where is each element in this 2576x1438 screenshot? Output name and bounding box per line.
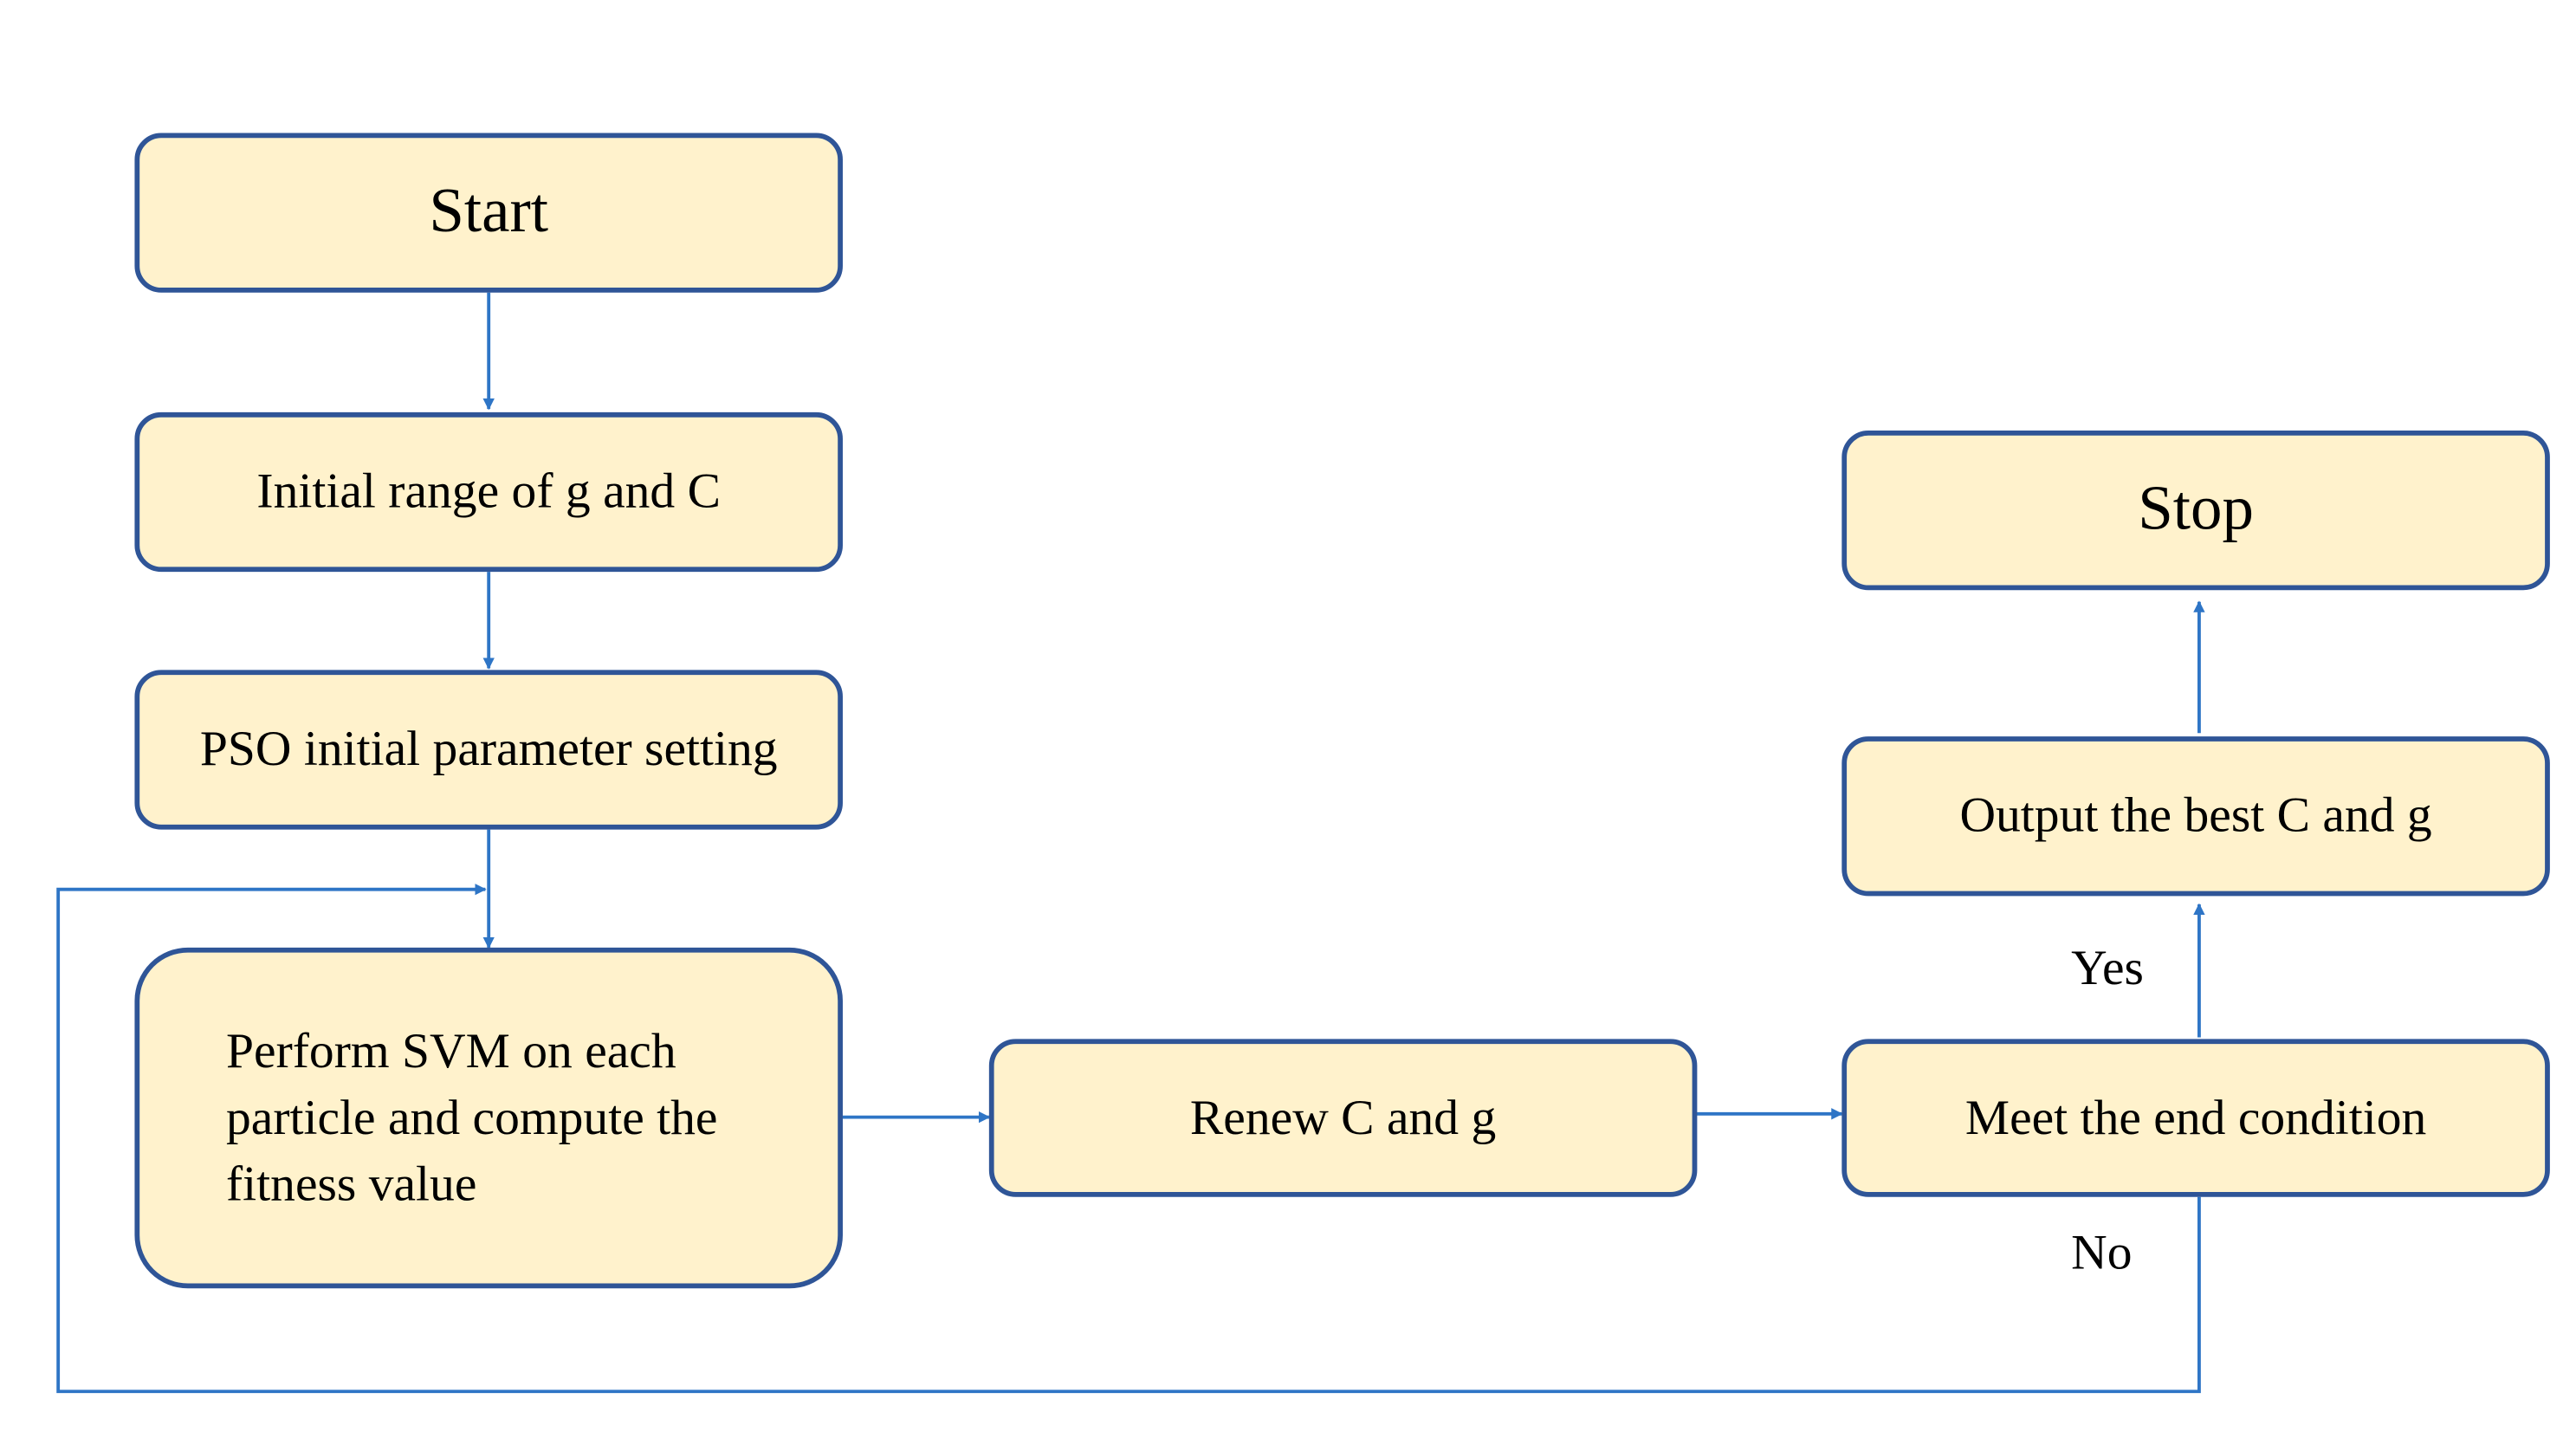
no-label: No bbox=[2071, 1225, 2133, 1280]
perform-svm-line-1: Perform SVM on each bbox=[225, 1023, 676, 1078]
perform-svm-line-3: fitness value bbox=[225, 1156, 477, 1212]
end-condition-node: Meet the end condition bbox=[1841, 1039, 2550, 1197]
start-label: Start bbox=[429, 176, 549, 247]
renew-node: Renew C and g bbox=[988, 1039, 1698, 1197]
initial-range-node: Initial range of g and C bbox=[134, 411, 843, 573]
renew-label: Renew C and g bbox=[1189, 1089, 1497, 1145]
stop-label: Stop bbox=[2138, 474, 2254, 544]
perform-svm-label: Perform SVM on each particle and compute… bbox=[139, 1018, 718, 1217]
pso-setting-label: PSO initial parameter setting bbox=[199, 721, 778, 777]
stop-node: Stop bbox=[1841, 431, 2550, 591]
initial-range-label: Initial range of g and C bbox=[256, 463, 722, 519]
perform-svm-node: Perform SVM on each particle and compute… bbox=[134, 947, 843, 1289]
output-best-label: Output the best C and g bbox=[1959, 787, 2432, 843]
output-best-node: Output the best C and g bbox=[1841, 736, 2550, 897]
end-condition-label: Meet the end condition bbox=[1964, 1089, 2427, 1145]
start-node: Start bbox=[134, 133, 843, 293]
arrow-no-loop-back bbox=[56, 883, 2201, 1394]
pso-setting-node: PSO initial parameter setting bbox=[134, 670, 843, 830]
perform-svm-line-2: particle and compute the bbox=[225, 1089, 718, 1145]
yes-label: Yes bbox=[2071, 941, 2144, 996]
